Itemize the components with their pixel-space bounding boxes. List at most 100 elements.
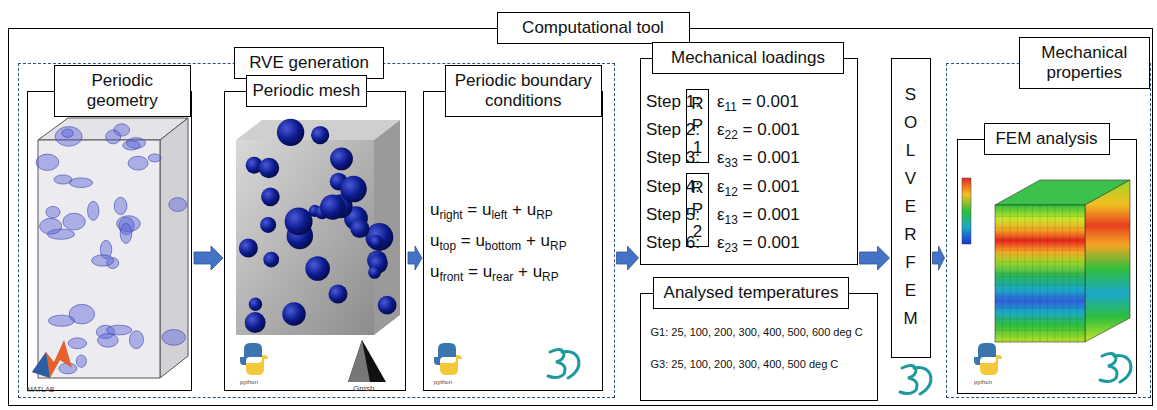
inclusion	[62, 129, 73, 137]
sphere	[320, 194, 345, 219]
inclusion	[114, 197, 127, 214]
sphere	[311, 126, 329, 144]
heading: RVE generation	[234, 47, 384, 79]
mesh-line	[1047, 205, 1048, 342]
inclusion	[40, 218, 62, 234]
mesh-line	[995, 273, 1085, 274]
python-logo	[434, 343, 462, 375]
sphere	[285, 207, 313, 235]
sphere	[261, 187, 280, 206]
sphere	[277, 119, 304, 146]
step-text: ε22 = 0.001	[717, 120, 800, 140]
inclusion	[169, 198, 187, 212]
box: RVE generationPeriodic geometryPeriodic …	[18, 63, 615, 398]
step-text: ε23 = 0.001	[717, 233, 800, 253]
matlab-logo	[32, 340, 72, 378]
python-blue	[974, 343, 996, 365]
inclusion	[69, 178, 92, 188]
sphere	[368, 266, 381, 279]
inclusion	[68, 338, 86, 349]
mesh-line	[995, 330, 1085, 331]
heading: Periodic boundary conditions	[445, 65, 603, 117]
mesh-line	[995, 307, 1085, 308]
inclusion	[48, 315, 74, 326]
inclusion	[63, 213, 85, 230]
body-text: uright = uleft + uRP	[430, 200, 553, 220]
box: Periodic boundary conditionsuright = ule…	[423, 91, 603, 391]
inclusion	[76, 355, 86, 367]
python-yellow	[440, 355, 462, 375]
step-text: Step 6:	[646, 233, 700, 253]
mesh-line	[1062, 205, 1063, 342]
python-logo	[974, 343, 1002, 375]
block-arrow	[933, 246, 945, 270]
inclusion	[129, 331, 143, 349]
sphere	[305, 256, 330, 281]
block-arrow	[194, 246, 223, 270]
3ds-logo	[1100, 353, 1131, 382]
gmsh-logo	[348, 340, 386, 382]
step-text: Step 1:	[646, 92, 700, 112]
mesh-line	[1055, 205, 1056, 342]
geometry-cube	[36, 118, 188, 378]
body-text: ufront = urear + uRP	[430, 262, 559, 282]
heading: Mechanical loadings	[652, 42, 844, 74]
3ds-logo	[900, 365, 931, 394]
3ds-stroke	[1100, 353, 1117, 381]
3ds-stroke	[1114, 356, 1131, 382]
heading: FEM analysis	[984, 123, 1110, 155]
block-arrow	[617, 246, 639, 270]
mesh-line	[995, 284, 1085, 285]
sphere	[263, 252, 279, 268]
3ds-stroke	[900, 365, 917, 393]
step-text: ε11 = 0.001	[717, 92, 799, 112]
sphere	[328, 284, 347, 303]
mesh-cube	[236, 119, 400, 335]
block-arrow	[408, 246, 422, 270]
body-text: utop = ubottom + uRP	[430, 231, 567, 251]
sphere	[260, 217, 276, 233]
sphere	[365, 223, 393, 251]
sphere	[249, 298, 262, 311]
inclusion	[106, 130, 121, 144]
inclusion	[128, 156, 148, 170]
sphere	[282, 302, 305, 325]
step-text: ε33 = 0.001	[717, 148, 800, 168]
mesh-line	[1070, 205, 1071, 342]
logo-caption: MATLAB	[27, 386, 55, 393]
inclusion	[92, 255, 114, 266]
box: Analysed temperaturesG1: 25, 100, 200, 3…	[640, 293, 878, 401]
logo-caption: python	[240, 379, 258, 385]
3ds-stroke	[914, 368, 931, 394]
python-yellow	[980, 355, 1002, 375]
mesh-line	[1077, 205, 1078, 342]
python-blue	[240, 343, 262, 365]
inclusion	[162, 330, 185, 346]
3ds-logo	[548, 349, 579, 378]
python-yellow	[246, 355, 268, 375]
logo-caption: Gmsh	[353, 384, 374, 393]
heading: Computational tool	[497, 12, 690, 44]
step-text: Step 3:	[646, 148, 700, 168]
box: Periodic geometry	[27, 91, 192, 391]
box: Periodic mesh	[224, 91, 406, 391]
sphere	[378, 296, 397, 315]
body-text: G3: 25, 100, 200, 300, 400, 500 deg C	[651, 358, 839, 370]
heading: Analysed temperatures	[653, 277, 849, 309]
box: FEM analysis	[957, 139, 1137, 394]
inclusion	[148, 154, 161, 162]
step-text: Step 4:	[646, 177, 700, 197]
sphere	[340, 176, 367, 203]
step-text: Step 2:	[646, 120, 700, 140]
block-arrow	[860, 246, 890, 270]
box: Mechanical propertiesFEM analysis	[946, 63, 1151, 398]
inclusion	[107, 325, 132, 335]
step-text: Step 5:	[646, 205, 700, 225]
sphere	[259, 158, 279, 178]
vertical-text: SOLVER FEM	[902, 81, 919, 333]
inclusion	[36, 154, 59, 170]
heading: Periodic geometry	[54, 65, 192, 117]
inclusion	[123, 141, 140, 150]
